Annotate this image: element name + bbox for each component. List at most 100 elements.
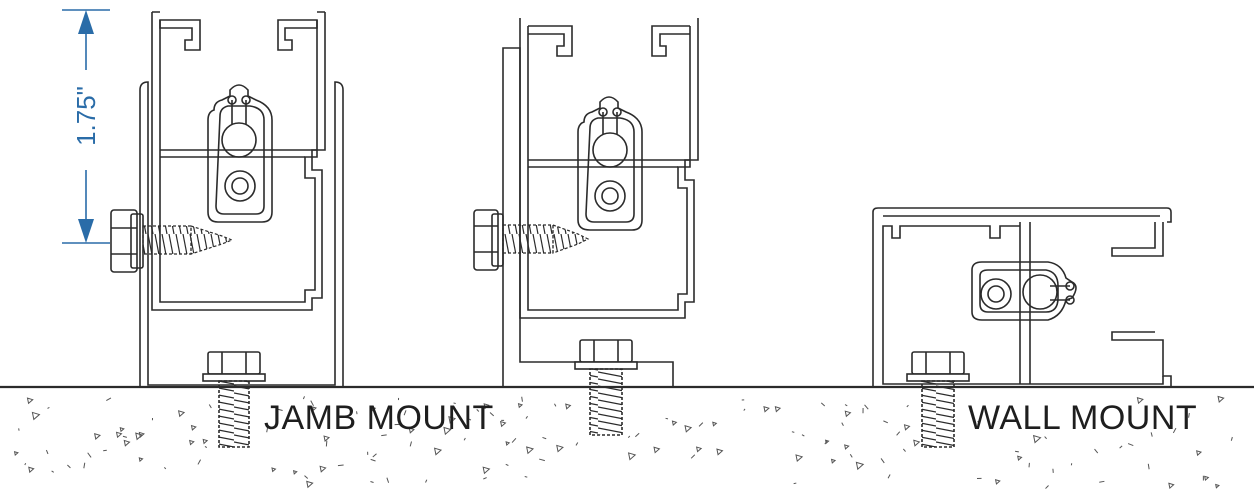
arrow-up-icon	[78, 10, 94, 34]
concrete-speck	[913, 439, 921, 447]
concrete-speck	[87, 452, 92, 458]
concrete-speck	[556, 444, 564, 453]
concrete-speck	[763, 406, 770, 413]
jamb-side-screw	[142, 225, 234, 255]
concrete-speck	[310, 400, 314, 407]
concrete-speck	[906, 404, 909, 408]
concrete-speck	[526, 446, 535, 455]
concrete-speck	[483, 403, 490, 410]
concrete-speck	[896, 431, 901, 436]
concrete-speck	[824, 439, 830, 445]
concrete-speck	[542, 436, 547, 440]
concrete-speck	[712, 421, 718, 427]
concrete-speck	[304, 475, 309, 479]
concrete-speck	[463, 437, 466, 441]
concrete-speck	[844, 410, 852, 418]
concrete-speck	[28, 466, 35, 474]
concrete-speck	[119, 427, 125, 433]
concrete-speck	[791, 431, 795, 433]
concrete-speck	[1014, 450, 1019, 453]
concrete-speck	[443, 426, 452, 436]
concrete-speck	[408, 427, 415, 434]
concrete-speck	[1032, 434, 1042, 444]
concrete-speck	[190, 424, 197, 431]
concrete-speck	[554, 403, 557, 407]
concrete-speck	[635, 432, 640, 438]
concrete-speck	[386, 477, 390, 483]
arrow-down-icon	[78, 219, 94, 243]
concrete-speck	[511, 437, 517, 443]
concrete-speck	[468, 418, 472, 421]
concrete-speck	[83, 462, 86, 469]
concrete-speck	[1099, 480, 1105, 483]
concrete-speck	[1147, 463, 1150, 470]
concrete-speck	[1172, 427, 1177, 434]
concrete-speck	[627, 435, 631, 438]
concrete-speck	[521, 396, 523, 402]
concrete-speck	[204, 446, 208, 449]
concrete-speck	[13, 451, 19, 457]
concrete-speck	[795, 454, 804, 463]
concrete-speck	[525, 415, 528, 419]
concrete-speck	[627, 452, 637, 461]
concrete-speck	[902, 448, 906, 452]
concrete-speck	[208, 404, 212, 409]
wall-floor-screw	[906, 351, 970, 448]
concrete-speck	[977, 420, 980, 423]
concrete-speck	[1119, 445, 1123, 449]
concrete-speck	[690, 454, 696, 459]
concrete-speck	[271, 467, 277, 473]
concrete-speck	[1188, 412, 1190, 418]
concrete-speck	[489, 412, 495, 417]
concrete-speck	[880, 458, 885, 464]
concrete-speck	[716, 448, 724, 456]
concrete-speck	[31, 411, 41, 421]
concrete-speck	[844, 404, 848, 407]
concrete-speck	[381, 434, 387, 437]
concrete-speck	[671, 420, 678, 426]
concrete-speck	[67, 464, 71, 469]
dimension-line	[62, 9, 110, 244]
concrete-speck	[24, 462, 27, 466]
concrete-speck	[539, 458, 545, 462]
concrete-speck	[122, 435, 127, 438]
concrete-speck	[197, 459, 202, 465]
concrete-speck	[312, 406, 317, 412]
concrete-speck	[524, 475, 528, 478]
concrete-speck	[665, 417, 669, 420]
concrete-speck	[887, 474, 891, 479]
concrete-speck	[841, 422, 844, 426]
concrete-speck	[1168, 482, 1175, 490]
concrete-speck	[372, 453, 377, 458]
concrete-speck	[505, 463, 509, 466]
concrete-speck	[277, 408, 283, 411]
concrete-speck	[292, 470, 298, 475]
concrete-speck	[855, 461, 865, 471]
concrete-speck	[403, 410, 407, 416]
concrete-speck	[844, 444, 850, 450]
concrete-speck	[325, 440, 328, 447]
concrete-speck	[1230, 436, 1233, 441]
concrete-speck	[319, 465, 327, 473]
concrete-speck	[135, 432, 144, 441]
concrete-speck	[370, 458, 376, 462]
concrete-speck	[164, 467, 167, 470]
concrete-speck	[45, 449, 49, 455]
concrete-speck	[370, 406, 377, 412]
concrete-speck	[26, 397, 34, 405]
concrete-speck	[94, 432, 101, 440]
concrete-speck	[202, 438, 209, 445]
concrete-speck	[499, 420, 507, 428]
concrete-speck	[1017, 455, 1023, 461]
concrete-speck	[138, 457, 144, 463]
concrete-speck	[653, 446, 661, 454]
center-mount-assembly	[473, 18, 699, 387]
concrete-speck	[1215, 483, 1220, 489]
concrete-speck	[801, 434, 805, 437]
jamb-mount-label: JAMB MOUNT	[264, 399, 494, 437]
concrete-speck	[370, 481, 374, 483]
concrete-speck	[1204, 475, 1210, 482]
concrete-speck	[306, 480, 314, 489]
concrete-speck	[903, 424, 911, 431]
